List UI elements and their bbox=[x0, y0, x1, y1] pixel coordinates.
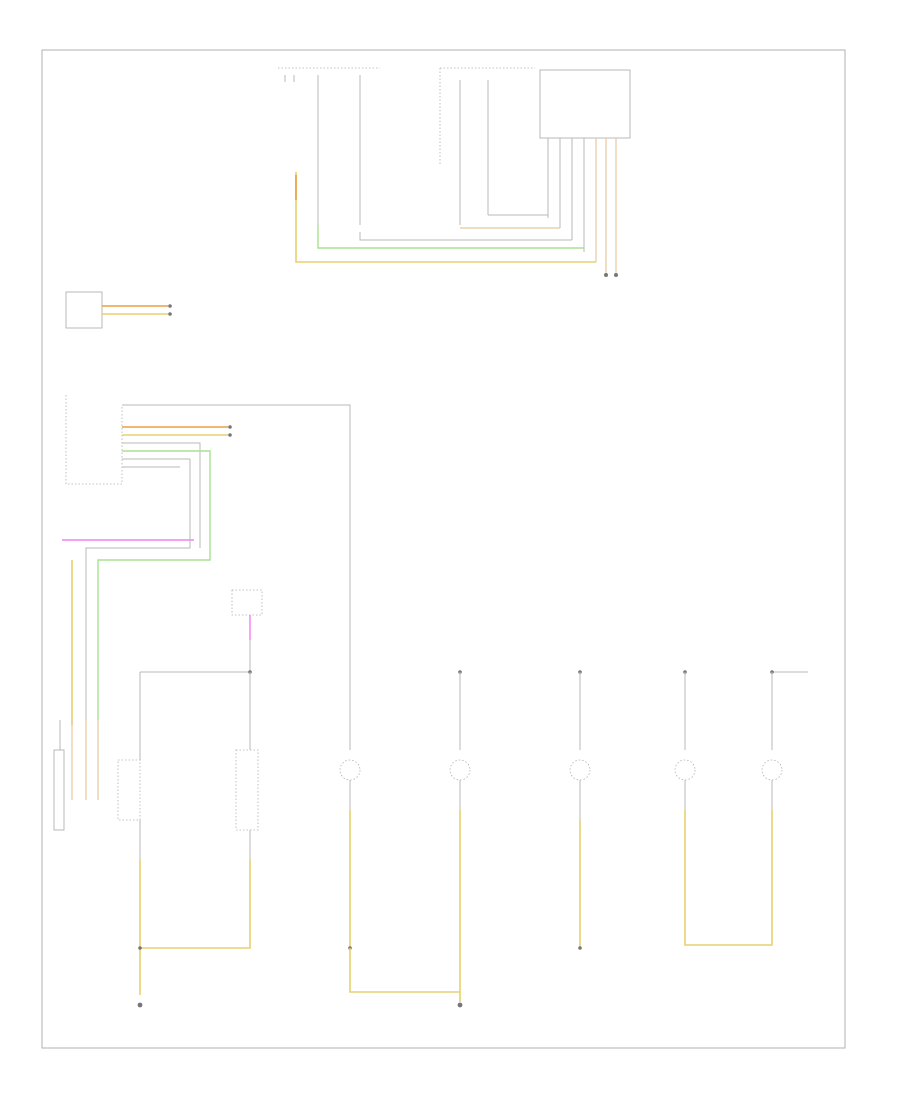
left-connector-block bbox=[53, 720, 99, 831]
ground-wiring bbox=[138, 810, 773, 1002]
rear-lamp bbox=[339, 640, 361, 810]
left-front-door-control-module bbox=[539, 69, 631, 275]
grey-wire-drop bbox=[85, 459, 191, 725]
central-control-module bbox=[65, 395, 351, 720]
instrument-cluster bbox=[65, 291, 172, 329]
diagram-frame bbox=[41, 49, 846, 1049]
footwell-lamp-1 bbox=[449, 670, 471, 810]
left-front-door-lamp-switch bbox=[317, 75, 361, 225]
cargo-lamp-2 bbox=[761, 670, 808, 810]
reading-switch bbox=[231, 589, 263, 672]
reading-lamp-switch bbox=[117, 672, 141, 860]
top-section bbox=[278, 67, 631, 277]
left-rear-door-switch bbox=[439, 67, 535, 225]
ground-center bbox=[457, 1002, 463, 1008]
cargo-lamp-1 bbox=[674, 670, 696, 810]
footwell-lamp-2 bbox=[569, 670, 591, 820]
left-fuse bbox=[278, 67, 380, 82]
lamp-switch bbox=[235, 672, 259, 860]
ground-left bbox=[137, 1002, 143, 1008]
